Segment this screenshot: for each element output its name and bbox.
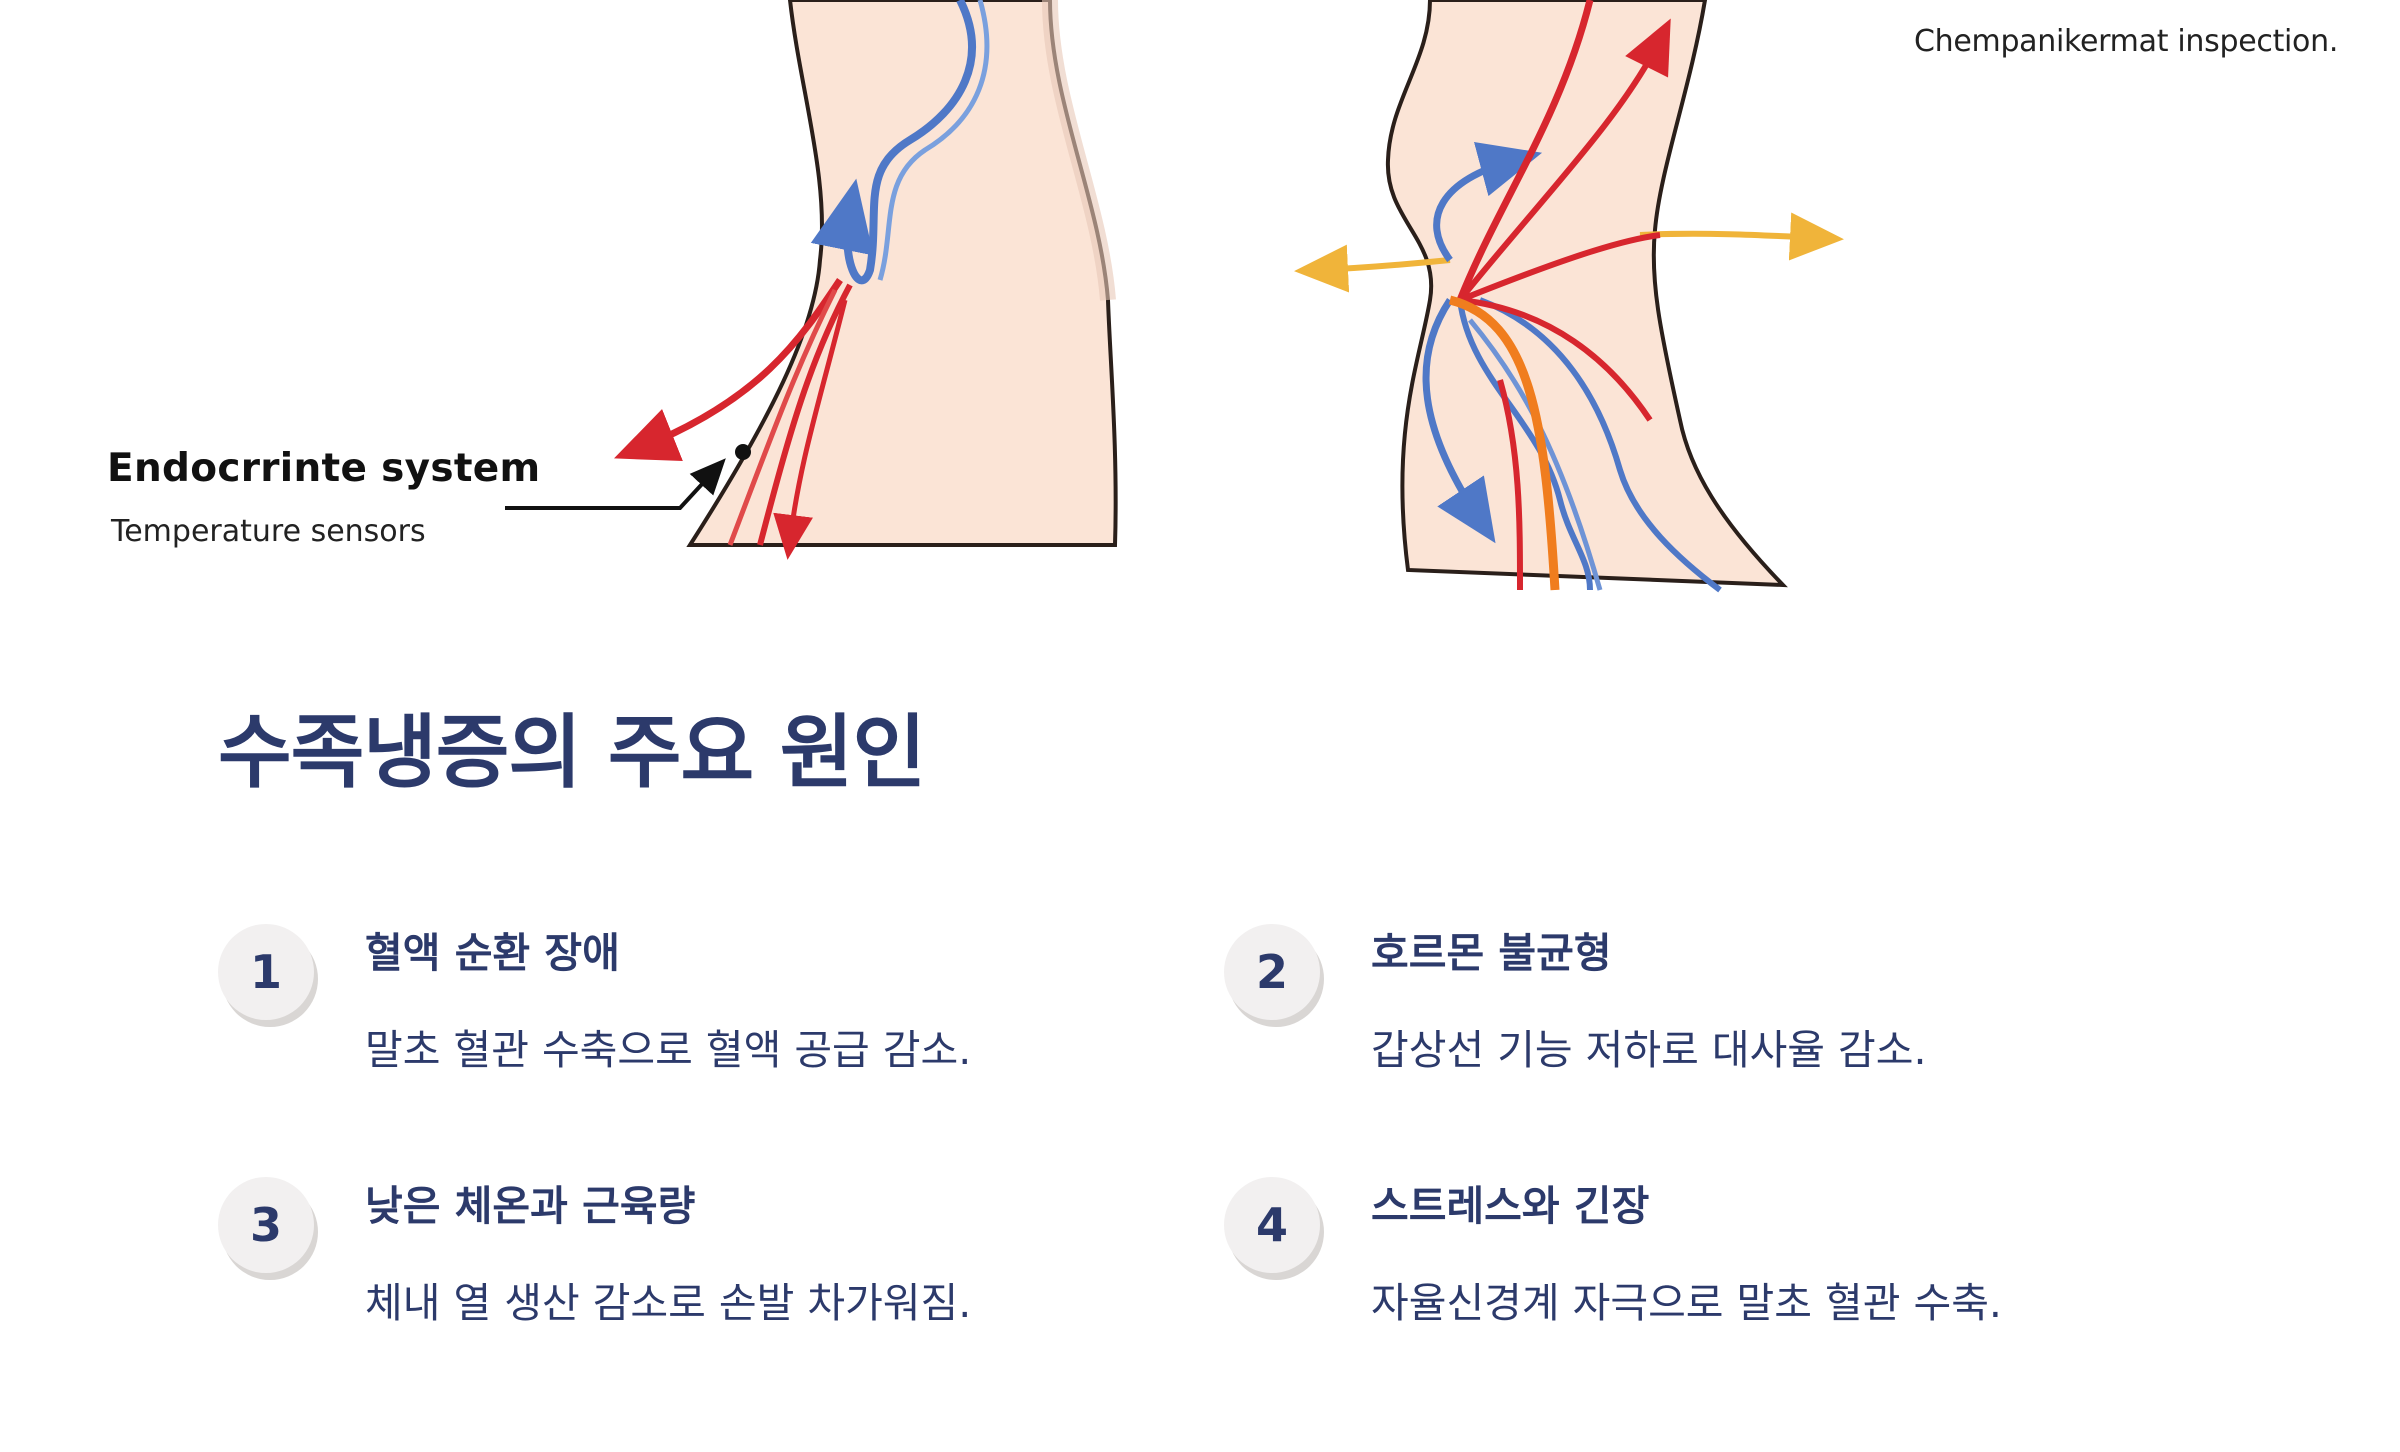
vascular-illustration: Endocrrinte system Temperature sensors C… [0, 0, 2400, 600]
cause-title: 낮은 체온과 근육량 [365, 1182, 696, 1230]
cause-number-badge: 2 [1224, 924, 1320, 1020]
cause-number-badge: 3 [218, 1177, 314, 1273]
temperature-sensors-label: Temperature sensors [111, 514, 426, 549]
cause-item-1: 1 혈액 순환 장애 말초 혈관 수축으로 혈액 공급 감소. [218, 924, 1118, 1104]
inspection-label: Chempanikermat inspection. [1914, 24, 2339, 59]
section-title: 수족냉증의 주요 원인 [218, 706, 926, 799]
cause-item-3: 3 낮은 체온과 근육량 체내 열 생산 감소로 손발 차가워짐. [218, 1177, 1118, 1357]
cause-item-2: 2 호르몬 불균형 갑상선 기능 저하로 대사율 감소. [1224, 924, 2124, 1104]
cause-title: 호르몬 불균형 [1371, 929, 1612, 977]
cause-number-badge: 4 [1224, 1177, 1320, 1273]
cause-description: 체내 열 생산 감소로 손발 차가워짐. [365, 1279, 972, 1327]
endocrine-system-label: Endocrrinte system [107, 446, 541, 491]
cause-title: 스트레스와 긴장 [1371, 1182, 1650, 1230]
limb-vessels-drawing [505, 0, 1844, 593]
cause-item-4: 4 스트레스와 긴장 자율신경계 자극으로 말초 혈관 수축. [1224, 1177, 2124, 1357]
left-limb [505, 0, 1118, 560]
cause-description: 갑상선 기능 저하로 대사율 감소. [1371, 1026, 1927, 1074]
right-limb [1294, 0, 1844, 593]
cause-number-badge: 1 [218, 924, 314, 1020]
cause-title: 혈액 순환 장애 [365, 929, 620, 977]
cause-description: 말초 혈관 수축으로 혈액 공급 감소. [365, 1026, 972, 1074]
cause-description: 자율신경계 자극으로 말초 혈관 수축. [1371, 1279, 2002, 1327]
